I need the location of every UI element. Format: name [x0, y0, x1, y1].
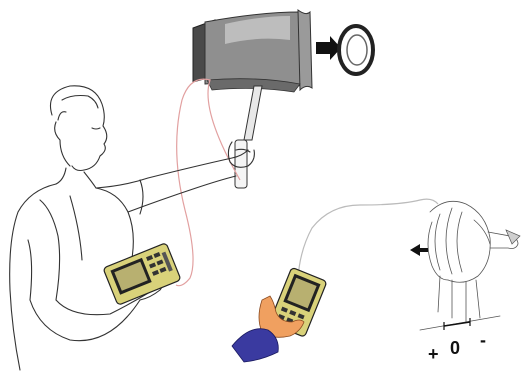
operator-raised-arm: [96, 150, 248, 188]
scale-minus-label: -: [480, 330, 486, 350]
hammer-grip: [235, 140, 247, 188]
ring-icon: [339, 26, 373, 74]
hammer-handle: [244, 86, 262, 140]
analyzer-device-left: [103, 243, 181, 306]
motor-assembly: [420, 201, 520, 330]
operator-lower-arm: [30, 300, 140, 341]
hammer-cable: [176, 79, 240, 286]
blue-sleeve: [232, 329, 278, 362]
scale-zero-label: 0: [450, 338, 460, 358]
operator-figure: [10, 86, 255, 370]
sensor-cable: [298, 199, 438, 278]
arrow-left-icon: [410, 244, 428, 256]
analyzer-device-right: [232, 267, 327, 362]
hammer-right-flare: [298, 10, 312, 90]
scale-plus-label: +: [428, 344, 439, 364]
